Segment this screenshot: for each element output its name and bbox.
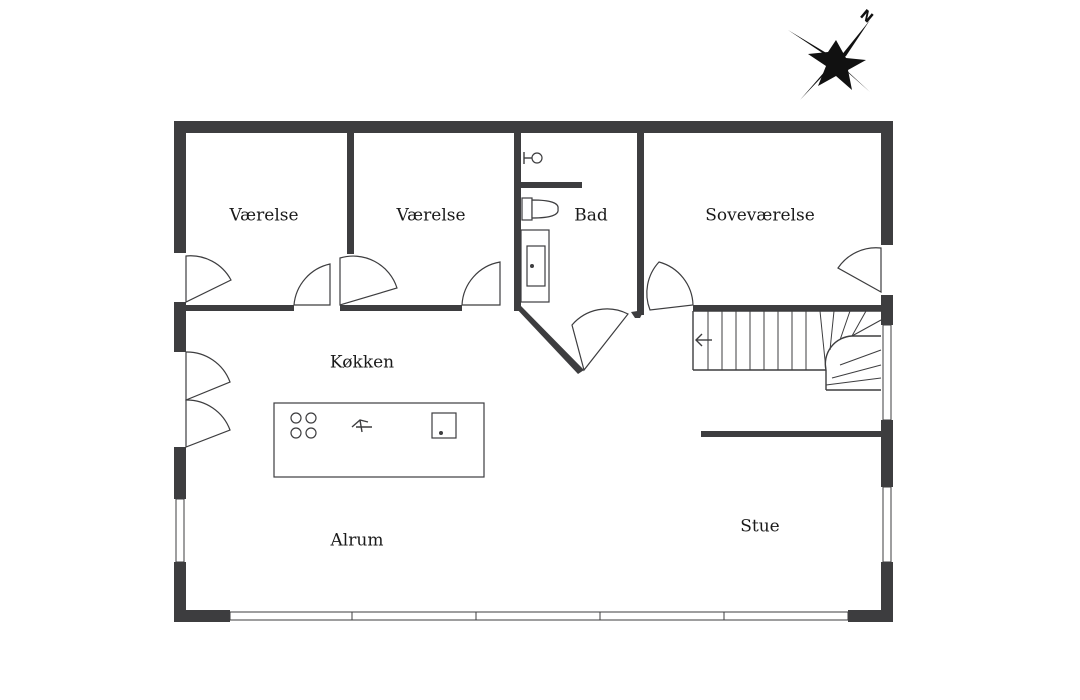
shower-head-icon (523, 152, 543, 164)
room-labels: Værelse Værelse Bad Soveværelse Køkken A… (228, 206, 814, 551)
room-label-koekken: Køkken (330, 353, 394, 373)
toilet-icon (521, 197, 559, 221)
room-label-stue: Stue (740, 517, 780, 537)
room-label-bad: Bad (574, 206, 608, 226)
exterior-walls (174, 121, 893, 622)
room-label-vaerelse-1: Værelse (228, 206, 298, 226)
compass-north-label: N (857, 7, 876, 27)
sink-icon (520, 229, 550, 303)
room-label-alrum: Alrum (330, 531, 384, 551)
room-label-vaerelse-2: Værelse (395, 206, 465, 226)
compass-icon: N (788, 7, 876, 100)
kitchen-island (273, 402, 485, 478)
staircase (692, 310, 882, 391)
faucet-icon (351, 419, 372, 433)
bathroom-fixtures (520, 152, 559, 303)
interior-walls (186, 121, 881, 437)
doors (185, 247, 882, 448)
stove-icon (290, 412, 317, 439)
room-label-sovevaerelse: Soveværelse (705, 206, 815, 226)
kitchen-sink-icon (431, 412, 457, 439)
